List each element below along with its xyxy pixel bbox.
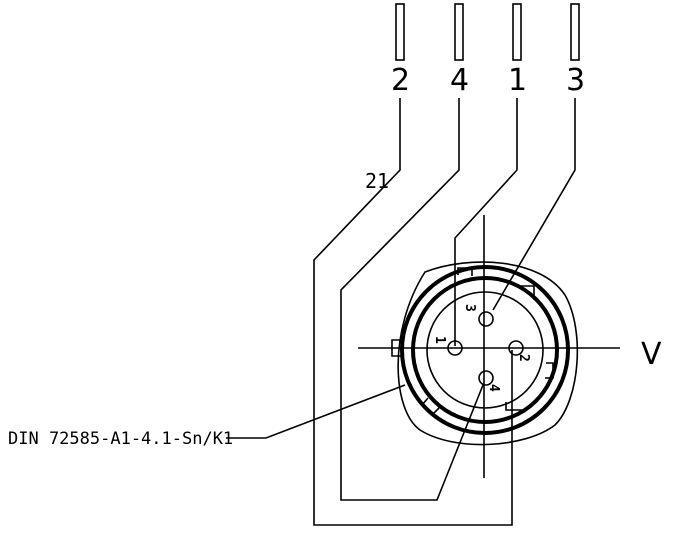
- wire-labels: 2 4 1 3: [391, 63, 585, 98]
- wire-label-3: 3: [566, 63, 585, 98]
- pin-contact-top: [478, 311, 494, 327]
- connector-leader: [226, 384, 406, 439]
- inner-ring: [426, 291, 544, 409]
- pin-contact-right: [508, 340, 524, 356]
- pin-number-top: 3: [462, 304, 477, 312]
- pin-number-left: 1: [432, 336, 447, 344]
- wire-1: [454, 98, 518, 346]
- notch-bottom-left: [420, 397, 440, 417]
- wire-terminals: [395, 3, 580, 61]
- wire-routes: [313, 98, 576, 526]
- pin-number-bottom: 4: [486, 384, 501, 392]
- terminal-4: [454, 3, 464, 61]
- pin-number-right: 2: [516, 354, 531, 362]
- terminal-3: [570, 3, 580, 61]
- wire-4: [340, 98, 484, 501]
- middle-ring: [411, 276, 559, 424]
- notch-right: [545, 362, 554, 379]
- view-label: V: [641, 337, 662, 372]
- terminal-1: [512, 3, 522, 61]
- key-top-right: [517, 285, 535, 300]
- connector-label: DIN 72585-A1-4.1-Sn/K1: [8, 429, 233, 449]
- wire-number: 21: [365, 169, 389, 193]
- pin-contact-bottom: [478, 370, 494, 386]
- wire-label-4: 4: [450, 63, 469, 98]
- pin-contact-left: [447, 340, 463, 356]
- outer-ring: [400, 265, 570, 435]
- wire-3: [492, 98, 576, 311]
- connector-face: 3 1 2 4: [358, 215, 620, 478]
- wire-2: [313, 98, 513, 526]
- wire-label-2: 2: [391, 63, 410, 98]
- wire-label-1: 1: [508, 63, 527, 98]
- terminal-2: [395, 3, 405, 61]
- key-bottom-right: [505, 402, 522, 411]
- notch-top: [457, 267, 473, 276]
- connector-housing: [397, 261, 579, 446]
